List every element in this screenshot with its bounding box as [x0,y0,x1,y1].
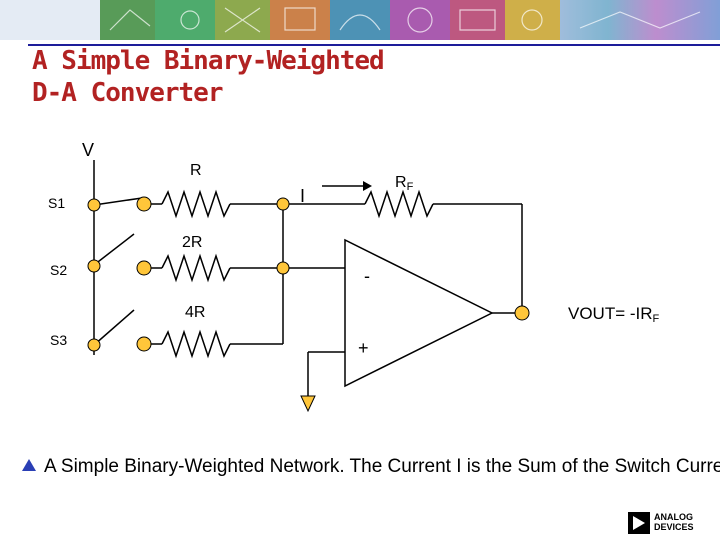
node-s1-contact [136,196,152,212]
switch-s2-label: S2 [50,262,68,278]
bullet-icon [22,459,36,471]
node-sum-mid [276,261,290,275]
resistor-rf [364,189,434,219]
resistor-2r [161,253,231,283]
switch-s3-blade [93,309,135,346]
node-s2-contact [136,260,152,276]
resistor-r-label: R [190,162,202,179]
inverting-input-sign: - [364,266,370,286]
slide-title-line-1: A Simple Binary-Weighted [32,46,385,76]
current-arrowhead [363,181,372,191]
resistor-2r-label: 2R [182,234,203,251]
node-sum-top [276,197,290,211]
switch-s1-label: S1 [48,195,66,211]
caption-text: A Simple Binary-Weighted Network. The Cu… [44,456,720,477]
slide-title-line-2: D-A Converter [32,78,223,108]
ground-symbol [300,395,316,413]
current-label: I [300,186,306,206]
output-equation: VOUT= -IRF [568,304,660,325]
node-s1-pivot [87,198,101,212]
resistor-4r [161,329,231,359]
logo-triangle-icon [628,512,650,534]
noninverting-input-sign: + [358,338,369,358]
node-s3-pivot [87,338,101,352]
switch-s1-blade [93,197,143,206]
resistor-4r-label: 4R [185,304,206,321]
title-rule [28,44,720,46]
resistor-r [161,189,231,219]
logo-text: ANALOG DEVICES [654,512,694,532]
node-output [514,305,530,321]
supply-label: V [82,140,95,160]
switch-s2-blade [93,233,135,266]
switch-s3-label: S3 [50,332,68,348]
feedback-resistor-label: RF [395,174,414,193]
node-s3-contact [136,336,152,352]
slide-caption: A Simple Binary-Weighted Network. The Cu… [22,456,720,478]
op-amp [344,238,494,388]
header-banner [0,0,720,40]
node-s2-pivot [87,259,101,273]
